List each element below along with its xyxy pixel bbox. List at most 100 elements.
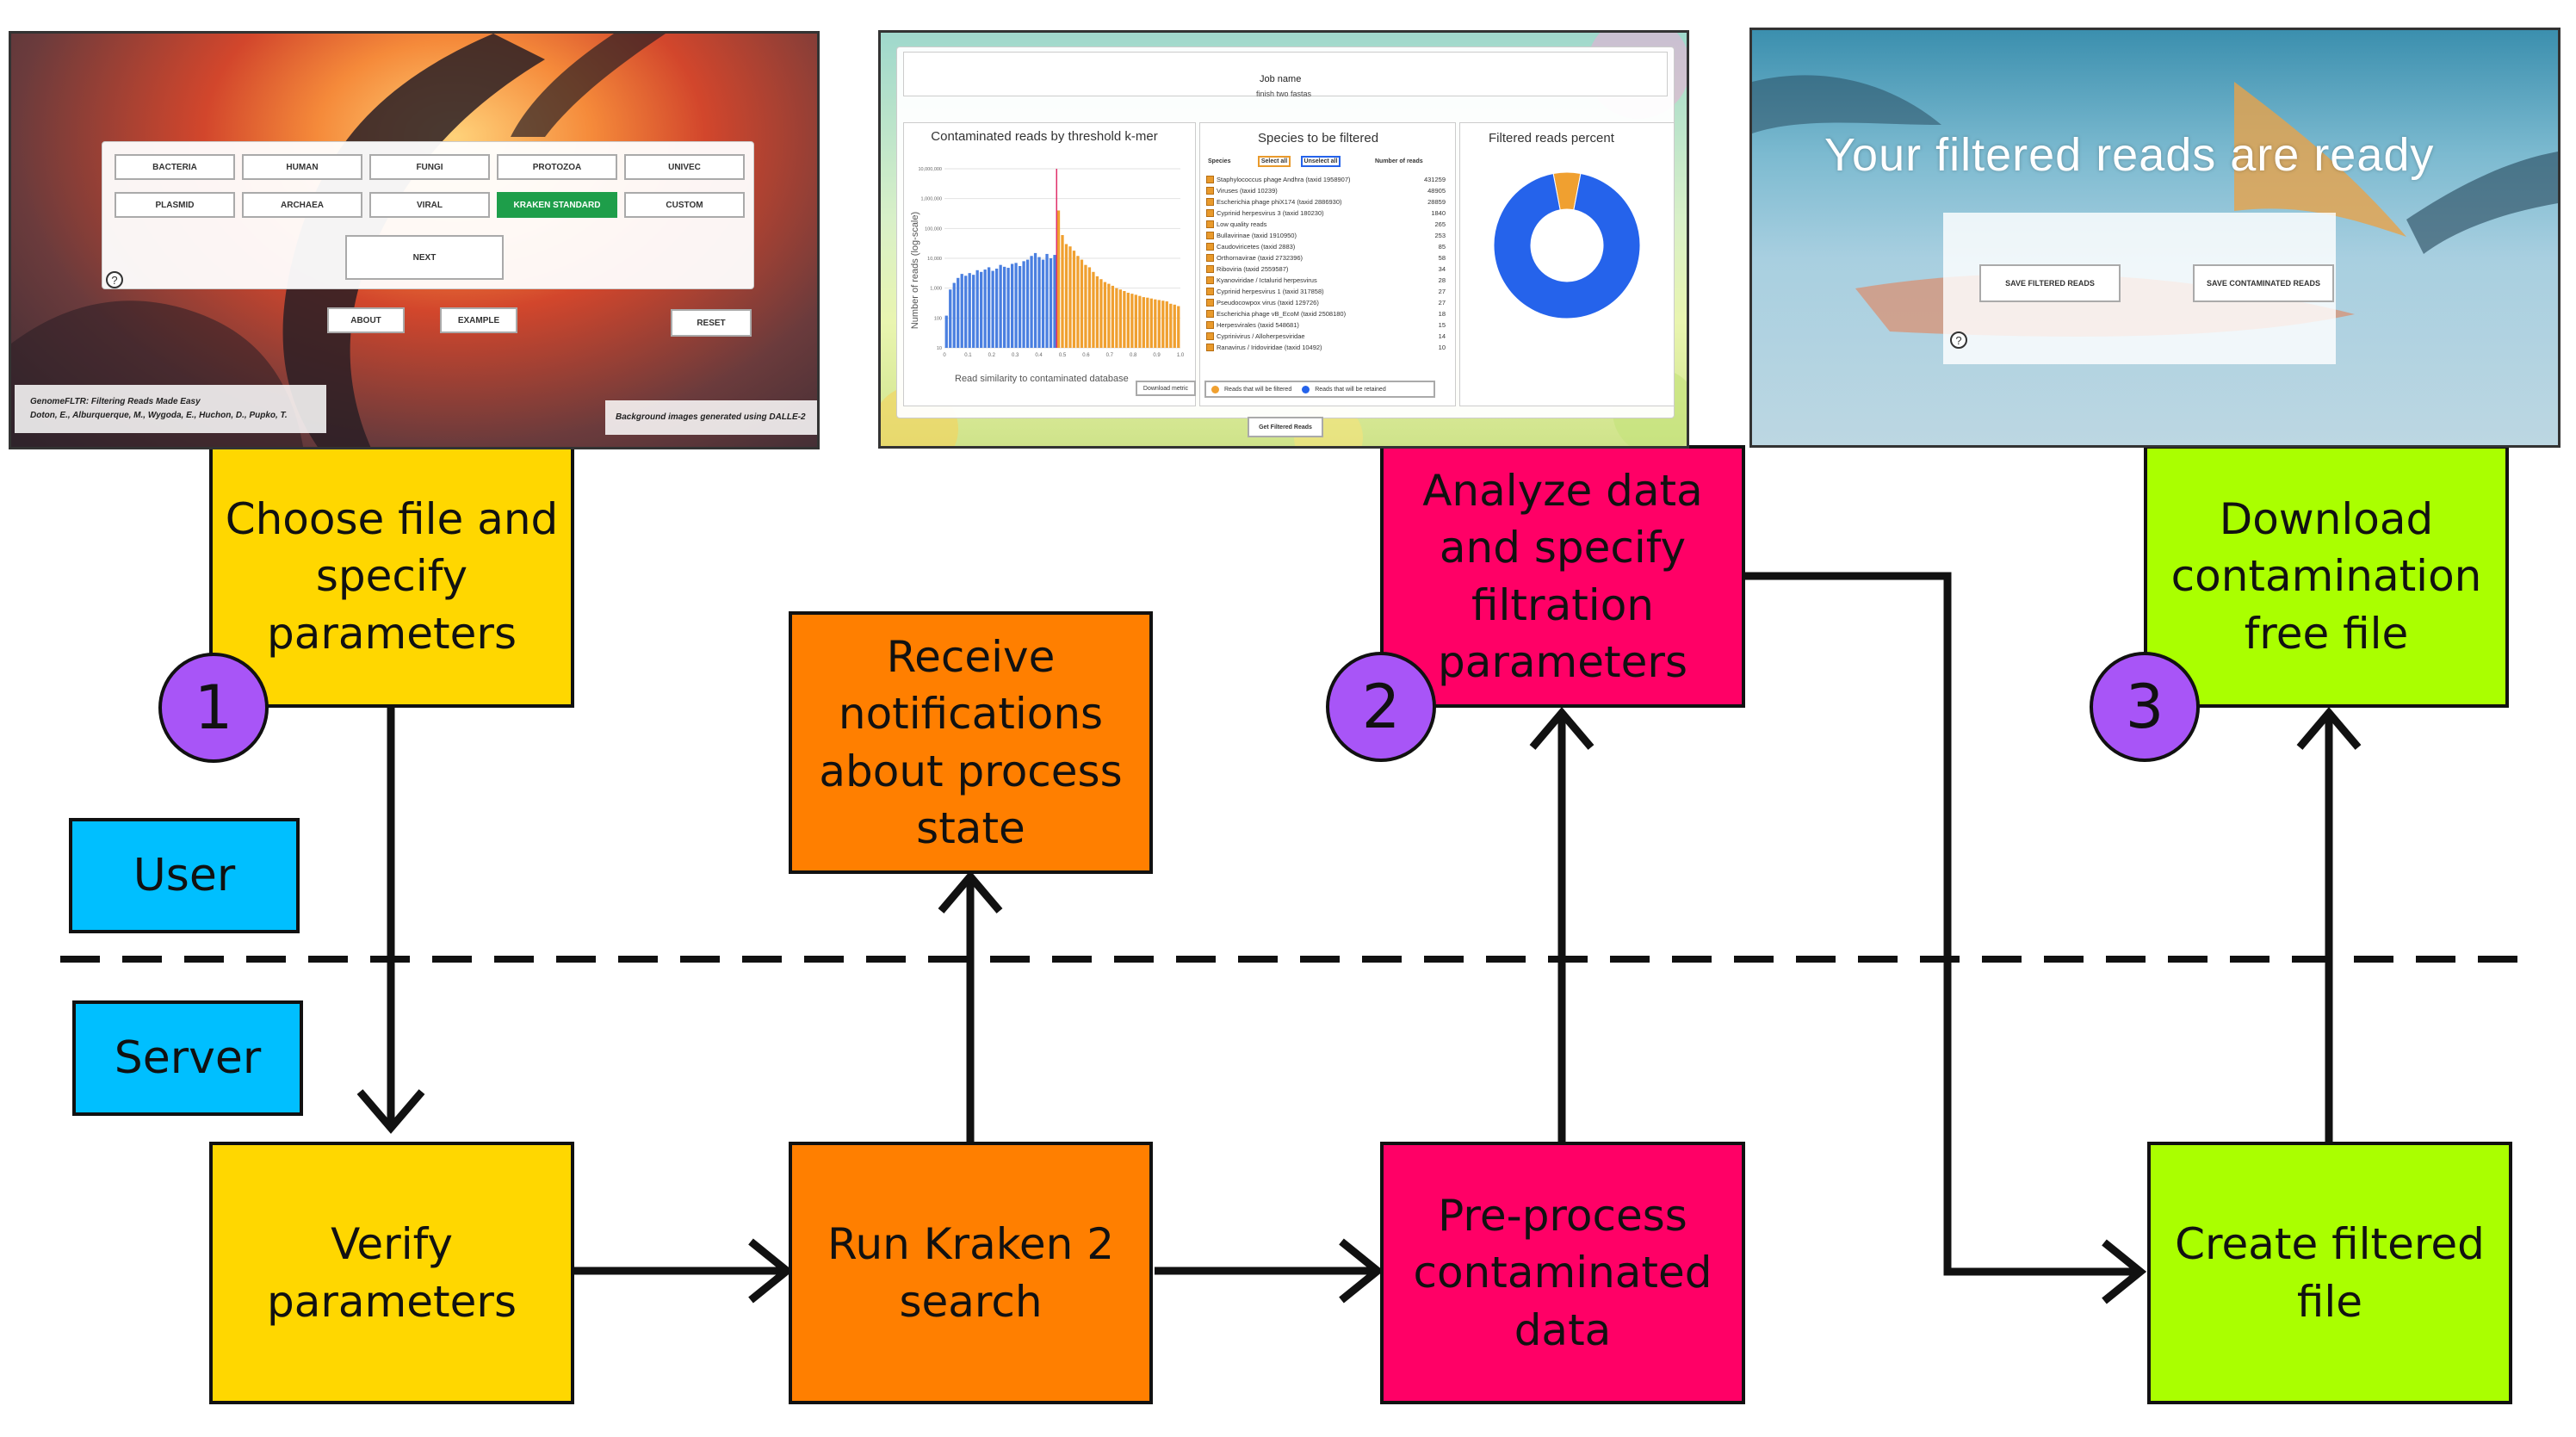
species-row[interactable]: Cyprinid herpesvirus 1 (taxid 317858)27	[1206, 286, 1446, 297]
species-checkbox[interactable]	[1206, 220, 1214, 228]
donut-slice	[1493, 172, 1641, 319]
species-row[interactable]: Ranavirus / Iridoviridae (taxid 10492)10	[1206, 342, 1446, 353]
x-tick-label: 0.3	[1012, 353, 1019, 358]
species-checkbox[interactable]	[1206, 176, 1214, 183]
db-button-fungi[interactable]: FUNGI	[369, 154, 490, 180]
box-verify-parameters: Verify parameters	[209, 1142, 574, 1404]
db-button-univec[interactable]: UNIVEC	[624, 154, 745, 180]
db-button-custom-label: CUSTOM	[666, 200, 703, 210]
legend-filtered-swatch	[1211, 385, 1219, 393]
get-filtered-reads-label: Get Filtered Reads	[1259, 424, 1312, 430]
species-row[interactable]: Escherichia phage phiX174 (taxid 2886930…	[1206, 196, 1446, 207]
step-badge-3-text: 3	[2125, 672, 2164, 742]
species-checkbox[interactable]	[1206, 209, 1214, 217]
screenshot-choose-parameters: BACTERIA HUMAN FUNGI PROTOZOA UNIVEC PLA…	[9, 31, 820, 449]
db-button-human[interactable]: HUMAN	[242, 154, 362, 180]
species-checkbox[interactable]	[1206, 332, 1214, 340]
chart-bar	[957, 277, 960, 348]
get-filtered-reads-button[interactable]: Get Filtered Reads	[1248, 417, 1323, 437]
reset-button[interactable]: RESET	[671, 309, 752, 337]
species-checkbox[interactable]	[1206, 198, 1214, 206]
db-button-archaea[interactable]: ARCHAEA	[242, 192, 362, 218]
job-name-label: Job name	[1260, 74, 1302, 84]
species-name: Bullavirinae (taxid 1910950)	[1217, 232, 1297, 239]
species-checkbox[interactable]	[1206, 299, 1214, 307]
chart-bar	[1084, 264, 1087, 348]
x-tick-label: 0.4	[1035, 353, 1043, 358]
help-icon[interactable]: ?	[106, 271, 123, 288]
x-tick-label: 0.2	[988, 353, 996, 358]
kmer-chart-ylabel: Number of reads (log-scale)	[910, 211, 921, 330]
y-tick-label: 100,000	[925, 226, 942, 232]
chart-bar	[1123, 291, 1126, 348]
species-checkbox[interactable]	[1206, 288, 1214, 295]
box-analyze-text: Analyze data and specify filtration para…	[1422, 465, 1703, 688]
chart-bar	[1056, 210, 1061, 348]
db-button-kraken-standard[interactable]: KRAKEN STANDARD	[497, 192, 617, 218]
unselect-all-button[interactable]: Unselect all	[1301, 156, 1341, 167]
filtered-donut-chart	[1493, 171, 1641, 319]
chart-bar	[1138, 295, 1142, 348]
species-row[interactable]: Cyprinid herpesvirus 3 (taxid 180230)184…	[1206, 207, 1446, 219]
species-checkbox[interactable]	[1206, 187, 1214, 195]
species-row[interactable]: Bullavirinae (taxid 1910950)253	[1206, 230, 1446, 241]
download-metric-button[interactable]: Download metric	[1136, 381, 1196, 396]
db-button-protozoa[interactable]: PROTOZOA	[497, 154, 617, 180]
save-contaminated-reads-button[interactable]: SAVE CONTAMINATED READS	[2193, 264, 2334, 302]
about-button[interactable]: ABOUT	[327, 307, 405, 333]
next-button[interactable]: NEXT	[345, 235, 504, 280]
species-checkbox[interactable]	[1206, 232, 1214, 239]
species-checkbox[interactable]	[1206, 344, 1214, 351]
db-button-protozoa-label: PROTOZOA	[532, 162, 582, 172]
box-receive-notifications: Receive notifications about process stat…	[789, 611, 1153, 874]
db-button-plasmid[interactable]: PLASMID	[115, 192, 235, 218]
species-list: Staphylococcus phage Andhra (taxid 19589…	[1206, 174, 1446, 400]
species-read-count: 58	[1438, 254, 1446, 262]
example-button[interactable]: EXAMPLE	[440, 307, 517, 333]
help-icon[interactable]: ?	[1950, 331, 1967, 349]
job-name-value: finish two fastas	[1256, 90, 1312, 98]
species-row[interactable]: Orthornavirae (taxid 2732396) 58	[1206, 252, 1446, 263]
chart-bar	[1173, 304, 1176, 348]
save-filtered-reads-button[interactable]: SAVE FILTERED READS	[1979, 264, 2121, 302]
chart-bar	[949, 289, 952, 348]
species-name: Orthornavirae (taxid 2732396)	[1217, 254, 1303, 262]
db-button-viral[interactable]: VIRAL	[369, 192, 490, 218]
footer-credits-right: Background images generated using DALLE-…	[605, 400, 817, 435]
species-checkbox[interactable]	[1206, 321, 1214, 329]
species-row[interactable]: Staphylococcus phage Andhra (taxid 19589…	[1206, 174, 1446, 185]
legend-retained-swatch	[1302, 385, 1310, 393]
species-row[interactable]: Herpesvirales (taxid 548681)15	[1206, 319, 1446, 331]
species-read-count: 48905	[1427, 187, 1446, 195]
chart-bar	[952, 282, 956, 348]
db-button-bacteria[interactable]: BACTERIA	[115, 154, 235, 180]
species-checkbox[interactable]	[1206, 254, 1214, 262]
species-row[interactable]: Pseudocowpox virus (taxid 129726)27	[1206, 297, 1446, 308]
chart-bar	[1126, 293, 1130, 348]
step-badge-2-text: 2	[1361, 672, 1401, 742]
species-checkbox[interactable]	[1206, 265, 1214, 273]
species-checkbox[interactable]	[1206, 310, 1214, 318]
chart-bar	[1142, 297, 1145, 348]
chart-bar	[991, 270, 994, 348]
db-button-custom[interactable]: CUSTOM	[624, 192, 745, 218]
species-row[interactable]: Caudoviricetes (taxid 2883)85	[1206, 241, 1446, 252]
species-name: Caudoviricetes (taxid 2883)	[1217, 243, 1296, 251]
save-contaminated-label: SAVE CONTAMINATED READS	[2206, 279, 2320, 288]
species-checkbox[interactable]	[1206, 243, 1214, 251]
box-preprocess: Pre-process contaminated data	[1380, 1142, 1745, 1404]
chart-bar	[1087, 267, 1092, 348]
y-tick-label: 10,000	[927, 257, 942, 262]
select-all-button[interactable]: Select all	[1258, 156, 1291, 167]
species-row[interactable]: Viruses (taxid 10239)48905	[1206, 185, 1446, 196]
species-name: Low quality reads	[1217, 220, 1267, 228]
species-row[interactable]: Riboviria (taxid 2559587)34	[1206, 263, 1446, 275]
species-checkbox[interactable]	[1206, 276, 1214, 284]
chart-bar	[1080, 259, 1084, 348]
species-row[interactable]: Escherichia phage vB_EcoM (taxid 2508180…	[1206, 308, 1446, 319]
chart-bar	[1045, 253, 1049, 348]
x-tick-label: 0.7	[1106, 353, 1114, 358]
